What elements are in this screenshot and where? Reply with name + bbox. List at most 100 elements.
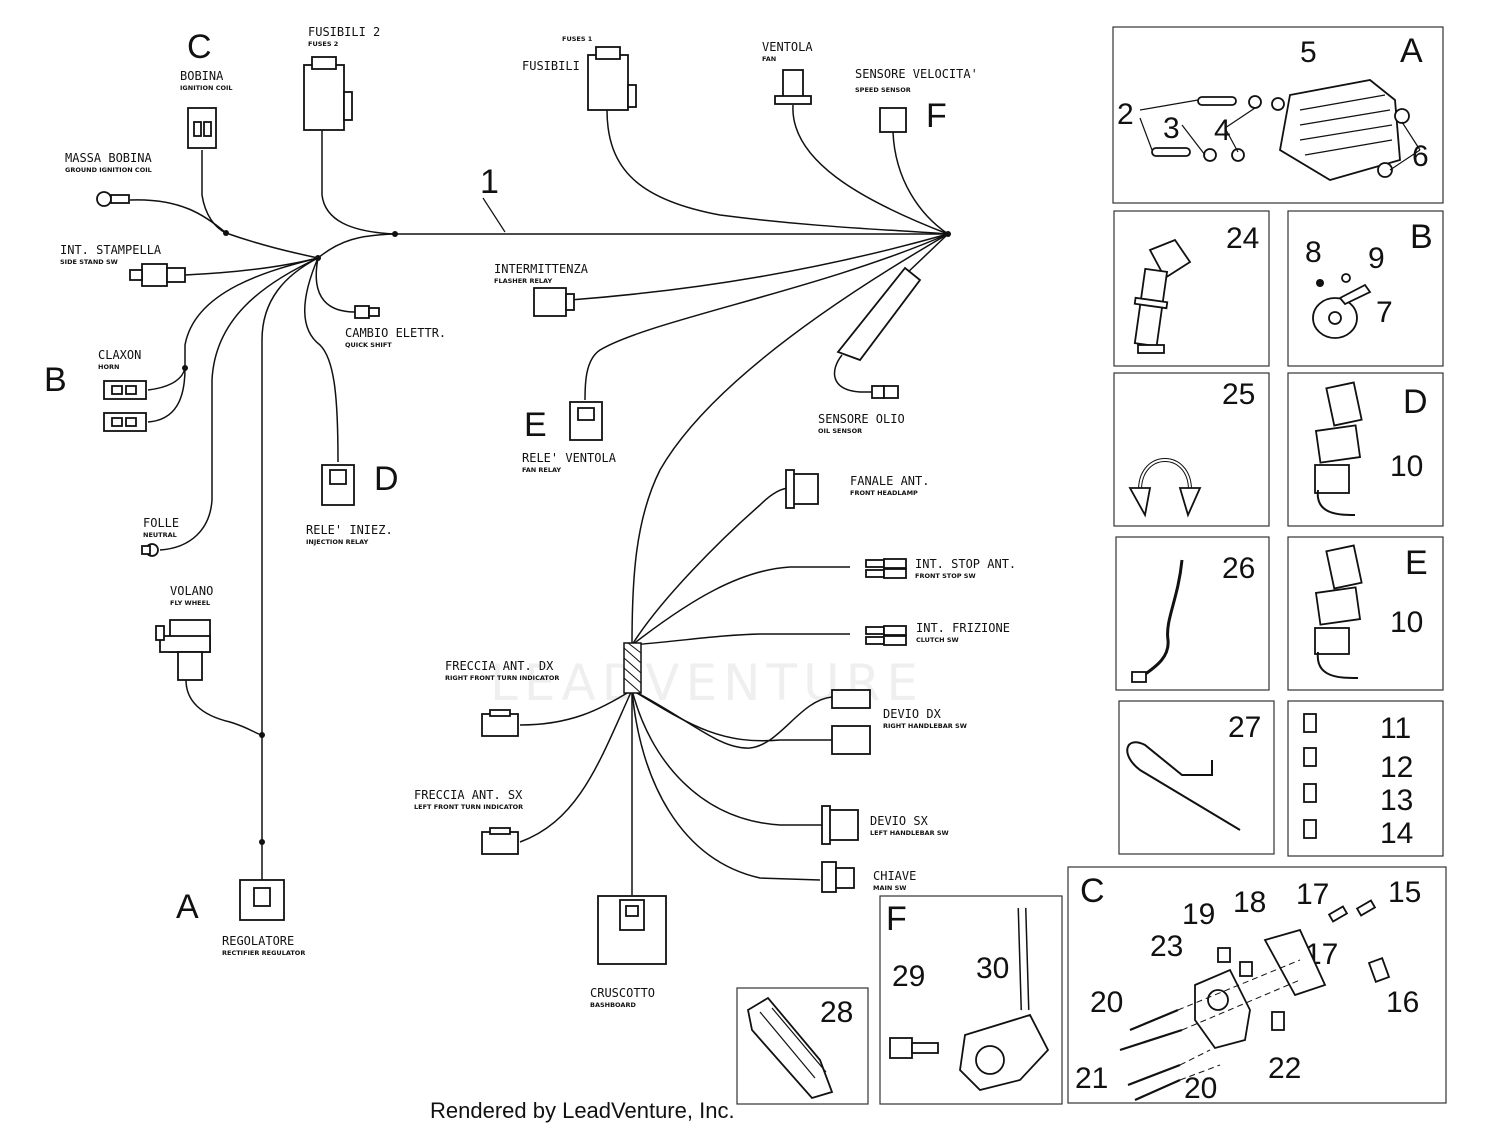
svg-text:14: 14 — [1380, 817, 1413, 850]
svg-text:8: 8 — [1305, 236, 1322, 269]
connector-volano — [155, 619, 211, 681]
label-int-stop: INT. STOP ANT. — [915, 557, 1016, 571]
svg-text:9: 9 — [1368, 242, 1385, 275]
label-folle: FOLLE — [143, 516, 179, 530]
svg-text:FLY WHEEL: FLY WHEEL — [170, 599, 210, 607]
svg-text:MAIN SW: MAIN SW — [873, 884, 906, 892]
svg-text:30: 30 — [976, 952, 1009, 985]
letter-a: A — [176, 888, 199, 926]
connector-fusibili1 — [587, 46, 637, 111]
junction-dots — [182, 230, 951, 845]
label-fusibili1: FUSIBILI — [522, 59, 580, 73]
svg-text:IGNITION COIL: IGNITION COIL — [180, 84, 233, 92]
connector-int-stampella — [129, 263, 186, 287]
wire-harness — [129, 104, 949, 895]
panel-26: 26 — [1115, 536, 1270, 691]
connector-devio-dx — [831, 689, 871, 755]
label-ventola: VENTOLA — [762, 40, 813, 54]
svg-text:20: 20 — [1090, 986, 1123, 1019]
svg-text:NEUTRAL: NEUTRAL — [143, 531, 177, 539]
connector-folle — [141, 543, 159, 557]
label-bobina: BOBINA — [180, 69, 224, 83]
label-devio-sx: DEVIO SX — [870, 814, 929, 828]
svg-text:21: 21 — [1075, 1062, 1108, 1095]
svg-text:FAN: FAN — [762, 55, 776, 63]
label-sensore-olio: SENSORE OLIO — [818, 412, 905, 426]
svg-text:27: 27 — [1228, 711, 1261, 744]
label-intermittenza: INTERMITTENZA — [494, 262, 589, 276]
svg-text:D: D — [1403, 383, 1428, 421]
svg-text:5: 5 — [1300, 36, 1317, 69]
connector-cruscotto — [597, 895, 667, 965]
svg-text:CLUTCH SW: CLUTCH SW — [916, 636, 959, 644]
panel-c-key-switch: C 15 17 18 19 23 17 16 20 22 21 20 — [1067, 866, 1447, 1105]
svg-text:11: 11 — [1380, 712, 1411, 745]
svg-text:17: 17 — [1296, 878, 1329, 911]
svg-text:FAN RELAY: FAN RELAY — [522, 466, 561, 474]
svg-text:RECTIFIER REGULATOR: RECTIFIER REGULATOR — [222, 949, 305, 957]
svg-text:24: 24 — [1226, 222, 1259, 255]
svg-text:12: 12 — [1380, 751, 1413, 784]
svg-text:23: 23 — [1150, 930, 1183, 963]
label-fanale: FANALE ANT. — [850, 474, 929, 488]
svg-text:BASHBOARD: BASHBOARD — [590, 1001, 636, 1009]
svg-text:FLASHER RELAY: FLASHER RELAY — [494, 277, 552, 285]
connector-ventola — [774, 69, 812, 105]
svg-text:10: 10 — [1390, 450, 1423, 483]
svg-text:4: 4 — [1214, 114, 1231, 147]
panel-d-relay: D 10 — [1287, 372, 1444, 527]
svg-text:FUSES 1: FUSES 1 — [562, 35, 593, 43]
label-volano: VOLANO — [170, 584, 213, 598]
label-cambio: CAMBIO ELETTR. — [345, 326, 446, 340]
svg-text:LEFT FRONT TURN INDICATOR: LEFT FRONT TURN INDICATOR — [414, 803, 523, 811]
svg-text:15: 15 — [1388, 876, 1421, 909]
svg-text:26: 26 — [1222, 552, 1255, 585]
connector-claxon — [103, 380, 147, 432]
svg-text:7: 7 — [1376, 296, 1393, 329]
svg-text:C: C — [1080, 872, 1105, 910]
label-freccia-dx: FRECCIA ANT. DX — [445, 659, 554, 673]
label-rele-iniez: RELE' INIEZ. — [306, 523, 393, 537]
panel-fuses: 11 12 13 14 — [1287, 700, 1444, 857]
letter-d: D — [374, 460, 399, 498]
svg-text:20: 20 — [1184, 1072, 1217, 1105]
label-massa-bobina: MASSA BOBINA — [65, 151, 152, 165]
svg-text:16: 16 — [1386, 986, 1419, 1019]
svg-text:RIGHT HANDLEBAR SW: RIGHT HANDLEBAR SW — [883, 722, 967, 730]
label-devio-dx: DEVIO DX — [883, 707, 942, 721]
connector-rele-ventola — [569, 401, 603, 441]
connector-sensore-olio — [836, 266, 922, 399]
panel-24: 24 — [1113, 210, 1270, 367]
svg-text:28: 28 — [820, 996, 853, 1029]
connector-sensore-velocita — [879, 107, 907, 133]
connector-int-frizione — [865, 625, 907, 646]
label-freccia-sx: FRECCIA ANT. SX — [414, 788, 523, 802]
connector-regolatore — [239, 879, 285, 921]
svg-text:GROUND IGNITION COIL: GROUND IGNITION COIL — [65, 166, 152, 174]
svg-text:10: 10 — [1390, 606, 1423, 639]
svg-text:A: A — [1400, 32, 1423, 70]
svg-text:FRONT STOP SW: FRONT STOP SW — [915, 572, 976, 580]
letter-e: E — [524, 406, 547, 444]
label-rele-ventola: RELE' VENTOLA — [522, 451, 617, 465]
harness-number: 1 — [480, 163, 499, 201]
svg-text:SPEED SENSOR: SPEED SENSOR — [855, 86, 911, 94]
label-claxon: CLAXON — [98, 348, 141, 362]
svg-text:OIL SENSOR: OIL SENSOR — [818, 427, 862, 435]
label-regolatore: REGOLATORE — [222, 934, 294, 948]
connector-massa-bobina — [96, 191, 130, 207]
connector-freccia-dx — [481, 709, 519, 737]
label-int-stampella: INT. STAMPELLA — [60, 243, 162, 257]
connector-bobina — [187, 107, 217, 149]
panel-27: 27 — [1118, 700, 1275, 855]
svg-text:29: 29 — [892, 960, 925, 993]
letter-b: B — [44, 361, 67, 399]
svg-text:13: 13 — [1380, 784, 1413, 817]
svg-text:F: F — [886, 900, 907, 938]
svg-text:HORN: HORN — [98, 363, 119, 371]
footer-credit: Rendered by LeadVenture, Inc. — [430, 1098, 735, 1123]
connector-devio-sx — [821, 805, 859, 845]
panel-e-relay: E 10 — [1287, 536, 1444, 691]
label-chiave: CHIAVE — [873, 869, 916, 883]
